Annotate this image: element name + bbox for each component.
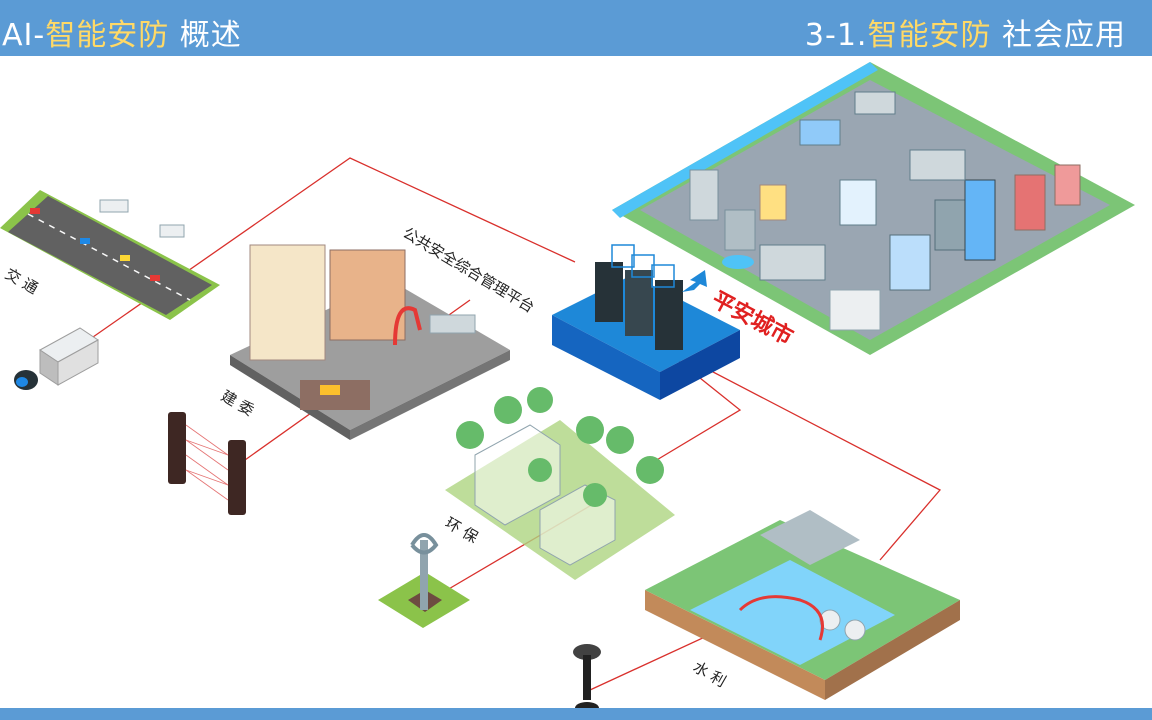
platform-server-illustration bbox=[552, 244, 740, 400]
page-title: AI-智能安防 概述 bbox=[2, 18, 242, 53]
environment-sensor-icon bbox=[378, 533, 470, 628]
section-title: 3-1.智能安防 社会应用 bbox=[804, 18, 1126, 53]
header-bar: AI-智能安防 概述 3-1.智能安防 社会应用 bbox=[0, 0, 1152, 56]
water-facility-illustration bbox=[645, 510, 960, 700]
environment-park-illustration bbox=[445, 387, 675, 580]
infrared-detector-icon bbox=[168, 412, 246, 515]
traffic-road-illustration bbox=[0, 190, 220, 320]
footer-bar bbox=[0, 708, 1152, 720]
city-map-illustration bbox=[612, 62, 1135, 355]
box-camera-icon bbox=[14, 327, 99, 390]
construction-site-illustration bbox=[230, 244, 510, 440]
water-sensor-icon bbox=[573, 644, 601, 714]
